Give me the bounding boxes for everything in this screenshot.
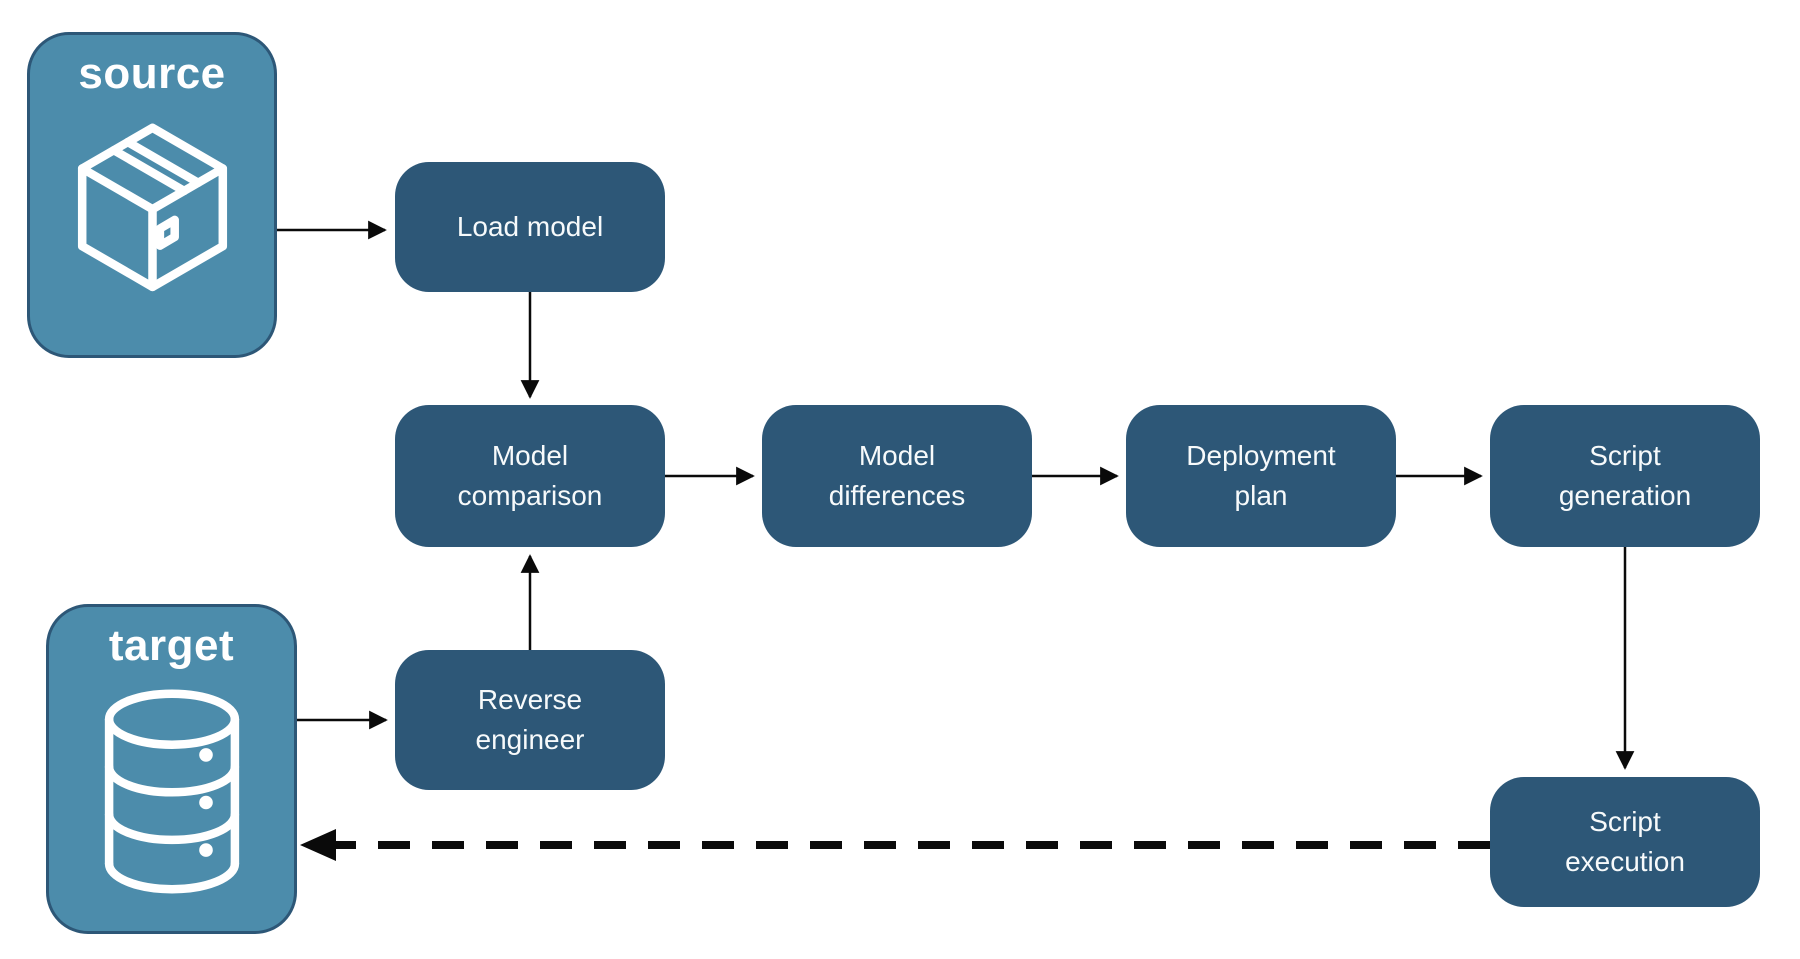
node-reverse-engineer-label: Reverse engineer [475,684,585,755]
node-script-generation: Script generation [1490,405,1760,547]
database-icon [104,689,239,894]
source-label: source [78,49,226,98]
target-label: target [108,621,235,670]
node-model-comparison-label: Model comparison [457,440,603,511]
package-icon [77,123,227,292]
node-model-differences: Model differences [762,405,1032,547]
node-load-model: Load model [395,162,665,292]
node-script-generation-label: Script generation [1558,440,1692,511]
node-script-execution: Script execution [1490,777,1760,907]
source-container: source [27,32,277,358]
target-container: target [46,604,297,934]
node-reverse-engineer: Reverse engineer [395,650,665,790]
node-deployment-plan-label: Deployment plan [1186,440,1336,511]
node-deployment-plan: Deployment plan [1126,405,1396,547]
node-model-comparison: Model comparison [395,405,665,547]
node-script-execution-label: Script execution [1565,806,1685,877]
node-load-model-label: Load model [456,211,604,243]
node-model-differences-label: Model differences [828,440,966,511]
